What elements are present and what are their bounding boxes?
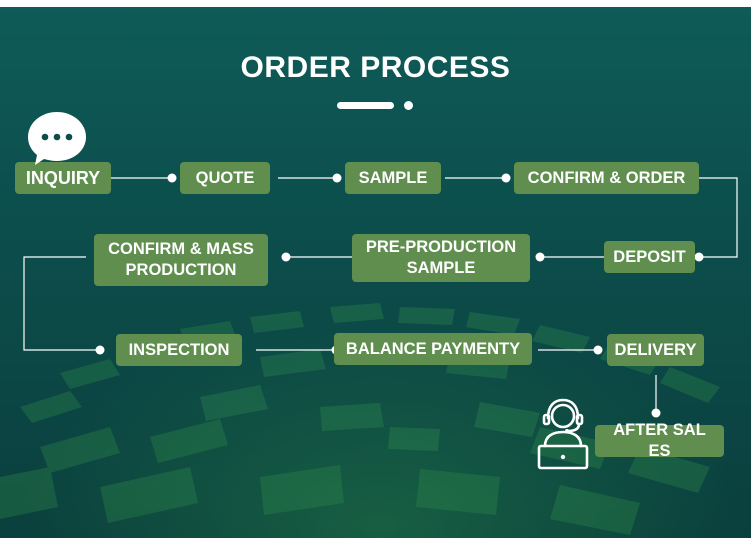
step-balance-paymenty: BALANCE PAYMENTY — [334, 333, 532, 365]
step-sample: SAMPLE — [345, 162, 441, 194]
page-title: ORDER PROCESS — [240, 51, 511, 84]
step-deposit: DEPOSIT — [604, 241, 695, 273]
background-pattern — [0, 303, 720, 535]
title-underline-dot — [404, 101, 413, 110]
step-pre-production-sample: PRE-PRODUCTION SAMPLE — [352, 234, 530, 282]
step-quote: QUOTE — [180, 162, 270, 194]
step-delivery: DELIVERY — [607, 334, 704, 366]
step-confirm-order: CONFIRM & ORDER — [514, 162, 699, 194]
chat-bubble-icon — [28, 112, 86, 165]
title-underline-bar — [337, 102, 394, 109]
customer-support-agent-icon — [537, 398, 589, 470]
step-after-sales: AFTER SAL ES — [595, 421, 724, 460]
diagram-canvas: ORDER PROCESS INQUIRY — [0, 7, 751, 538]
step-confirm-mass-production: CONFIRM & MASS PRODUCTION — [94, 234, 268, 286]
flow-connectors — [23, 173, 738, 418]
step-inquiry: INQUIRY — [15, 162, 111, 194]
step-inspection: INSPECTION — [116, 334, 242, 366]
